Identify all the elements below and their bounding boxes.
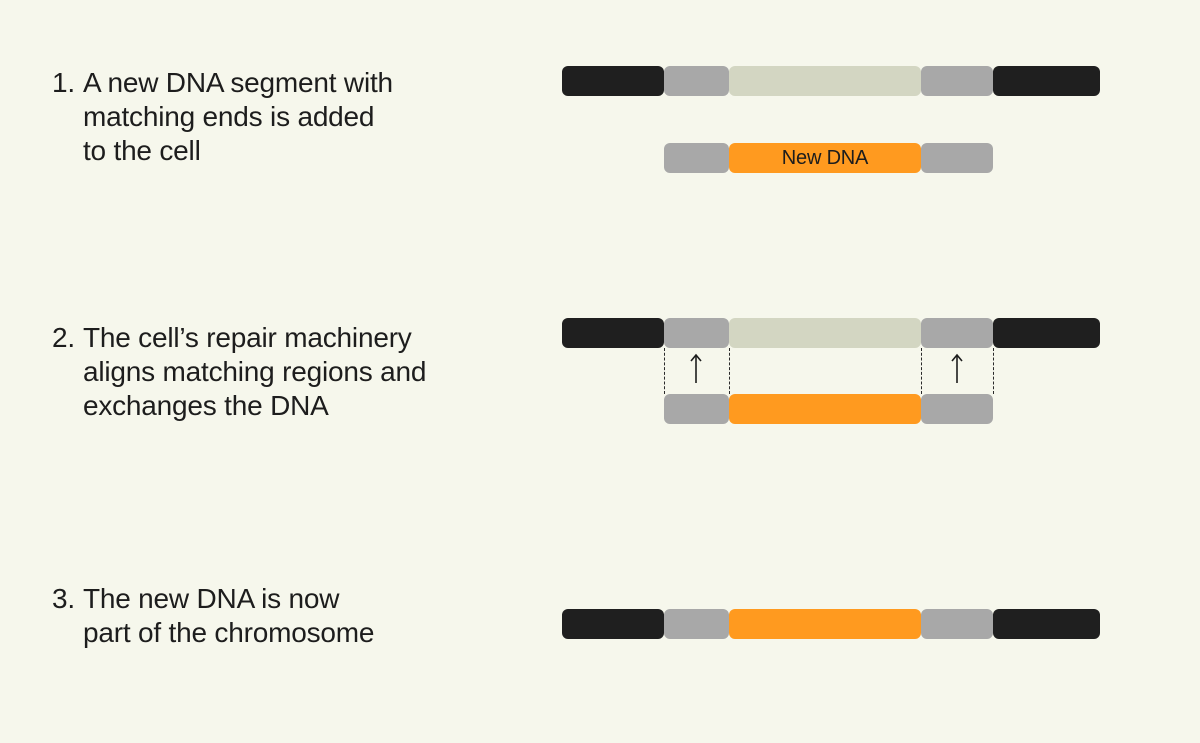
up-arrow-icon — [951, 353, 963, 383]
alignment-guide-line — [664, 348, 665, 394]
new-dna-label: New DNA — [781, 146, 869, 169]
step-2-text: 2. The cell’s repair machinery aligns ma… — [52, 321, 512, 423]
chromosome-3-left-gray-segment — [664, 609, 729, 639]
chromosome-2-middle-segment — [729, 318, 921, 348]
up-arrow-icon — [690, 353, 702, 383]
step-3: 3. The new DNA is now part of the chromo… — [52, 582, 512, 650]
alignment-guide-line — [993, 348, 994, 394]
chromosome-3-right-dark-segment — [993, 609, 1100, 639]
step-1-text: 1. A new DNA segment with matching ends … — [52, 66, 512, 168]
new-dna-2-left-gray-segment — [664, 394, 729, 424]
chromosome-2-right-gray-segment — [921, 318, 993, 348]
step-2-label: The cell’s repair machinery aligns match… — [82, 322, 427, 421]
step-1-label: A new DNA segment with matching ends is … — [82, 67, 393, 166]
new-dna-1-left-gray-segment — [664, 143, 729, 173]
chromosome-3-left-dark-segment — [562, 609, 664, 639]
step-3-label: The new DNA is now part of the chromosom… — [82, 583, 375, 648]
alignment-guide-line — [729, 348, 730, 394]
step-1-number: 1. — [52, 67, 75, 98]
step-2-number: 2. — [52, 322, 75, 353]
new-dna-2-orange-segment — [729, 394, 921, 424]
chromosome-3-new-dna-segment — [729, 609, 921, 639]
chromosome-1-middle-segment — [729, 66, 921, 96]
new-dna-1-orange-segment: New DNA — [729, 143, 921, 173]
step-2: 2. The cell’s repair machinery aligns ma… — [52, 321, 512, 423]
chromosome-2-left-gray-segment — [664, 318, 729, 348]
chromosome-1-left-dark-segment — [562, 66, 664, 96]
chromosome-1-right-dark-segment — [993, 66, 1100, 96]
step-1: 1. A new DNA segment with matching ends … — [52, 66, 512, 168]
chromosome-3-right-gray-segment — [921, 609, 993, 639]
chromosome-1-left-gray-segment — [664, 66, 729, 96]
alignment-guide-line — [921, 348, 922, 394]
new-dna-1-right-gray-segment — [921, 143, 993, 173]
chromosome-2-right-dark-segment — [993, 318, 1100, 348]
step-3-text: 3. The new DNA is now part of the chromo… — [52, 582, 512, 650]
chromosome-1-right-gray-segment — [921, 66, 993, 96]
step-3-number: 3. — [52, 583, 75, 614]
chromosome-2-left-dark-segment — [562, 318, 664, 348]
new-dna-2-right-gray-segment — [921, 394, 993, 424]
